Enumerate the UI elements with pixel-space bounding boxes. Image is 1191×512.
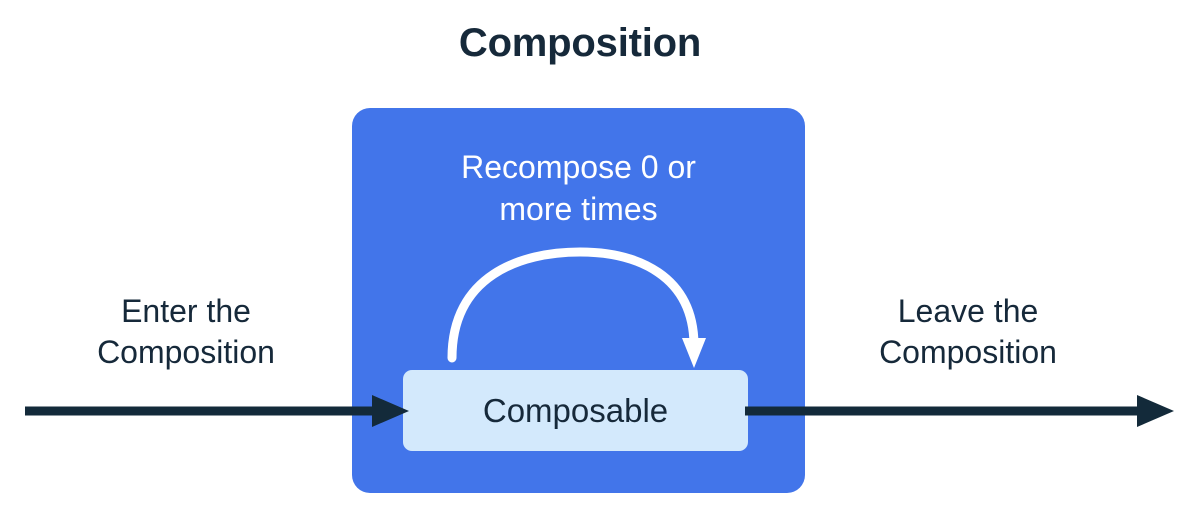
- leave-composition-label-line1: Leave the: [897, 293, 1039, 329]
- page-title: Composition: [458, 21, 702, 65]
- leave-composition-arrow-icon: [745, 395, 1174, 427]
- composable-node: Composable: [403, 370, 748, 451]
- leave-composition-label-line2: Composition: [879, 334, 1057, 370]
- leave-composition-label: Leave the Composition: [818, 291, 1118, 373]
- recompose-label-line1: Recompose 0 or: [461, 149, 696, 185]
- recompose-label: Recompose 0 or more times: [372, 146, 785, 230]
- enter-composition-label: Enter the Composition: [36, 291, 336, 373]
- recompose-label-line2: more times: [499, 191, 658, 227]
- enter-composition-arrow-icon: [25, 395, 409, 427]
- recompose-loop-arrow-icon: [447, 247, 706, 368]
- enter-composition-label-line1: Enter the: [121, 293, 251, 329]
- enter-composition-label-line2: Composition: [97, 334, 275, 370]
- composable-label: Composable: [482, 391, 669, 429]
